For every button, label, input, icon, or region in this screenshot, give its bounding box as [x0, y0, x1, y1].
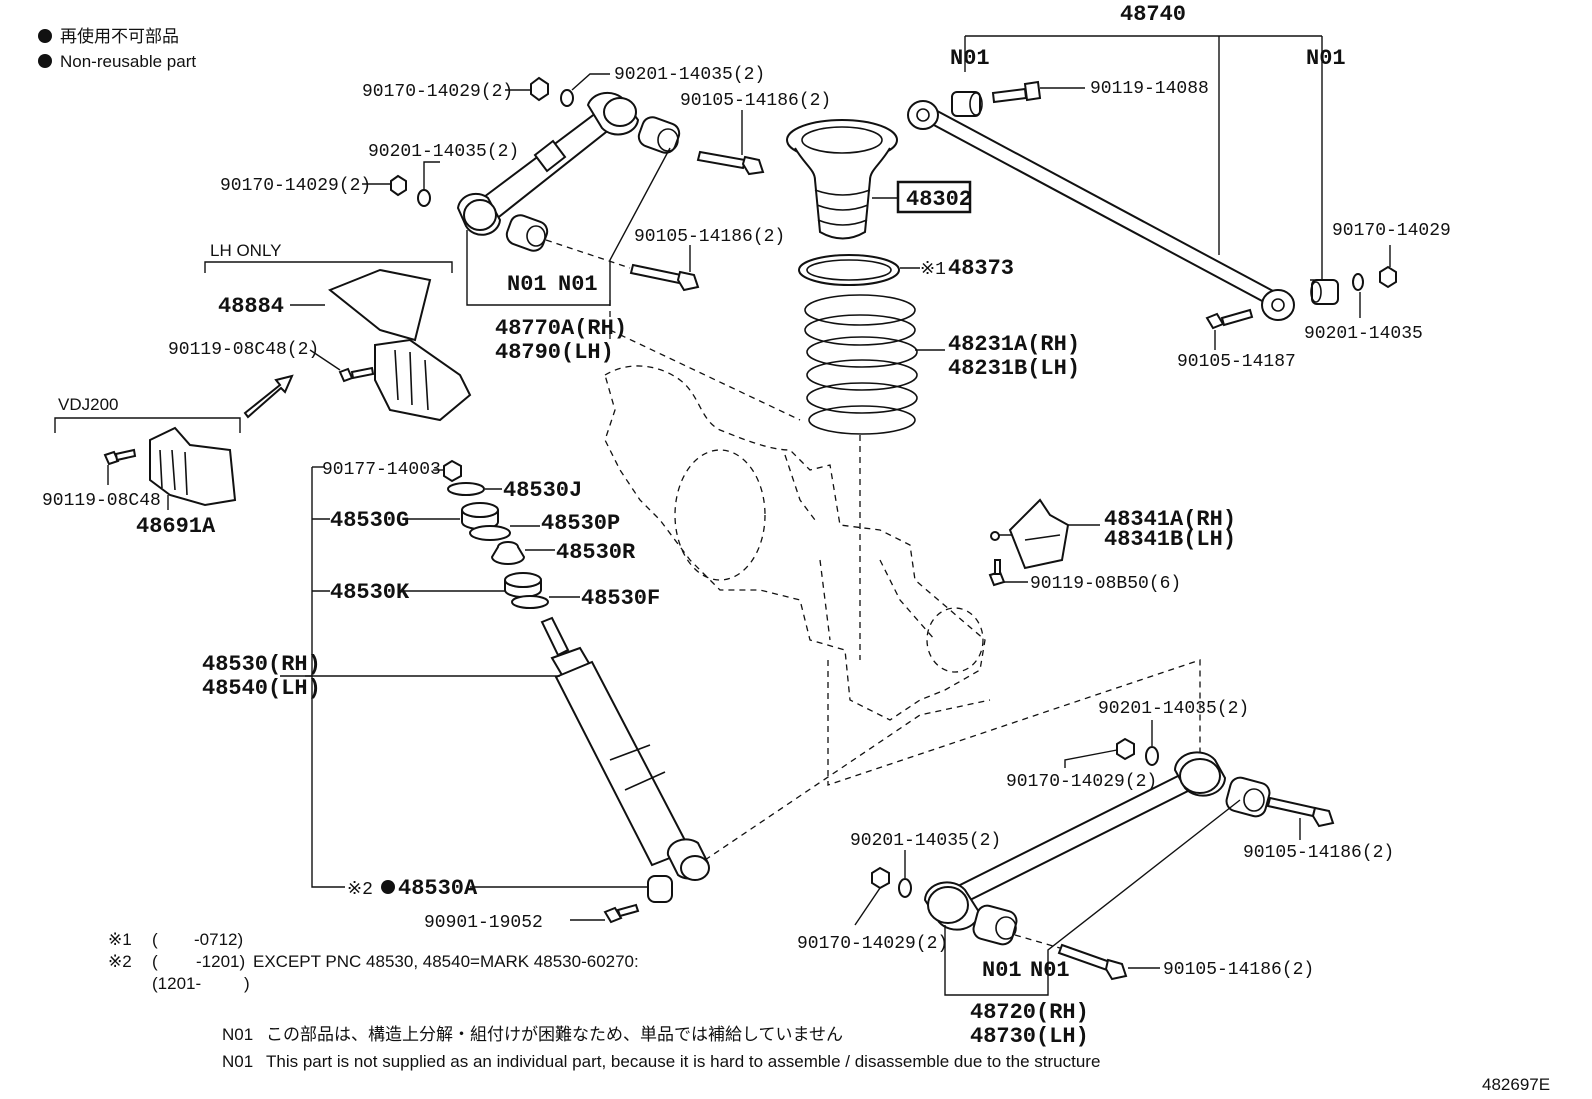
lower-control-arm-48720: N01 N01 48720(RH) 48730(LH) 90201-14035(… [797, 659, 1394, 1049]
footnote-2-open: ( [152, 952, 158, 971]
part-number-90901-19052: 90901-19052 [424, 913, 543, 933]
part-number-48720-rh: 48720(RH) [970, 1000, 1089, 1025]
vdj200-cover-group: VDJ200 90119-08C48 48691A [42, 395, 241, 539]
lh-only-bracket-group: LH ONLY 48884 90119-08C48(2) [168, 241, 472, 422]
footnotes: ※1 ( -0712) ※2 ( -1201) EXCEPT PNC 48530… [108, 930, 639, 993]
part-number-48790-lh: 48790(LH) [495, 340, 614, 365]
footnote-2-mark: ※2 [108, 952, 132, 971]
part-number-48302: 48302 [906, 187, 972, 212]
footnote-1-text: -0712) [194, 930, 243, 949]
n01-label: N01 [1030, 958, 1070, 983]
part-number-90170-14029: 90170-14029 [1332, 221, 1451, 241]
part-number-48530j: 48530J [503, 478, 582, 503]
part-number-48740: 48740 [1120, 2, 1186, 27]
n01-note-code-en: N01 [222, 1052, 253, 1071]
note-mark-2: ※2 [347, 880, 373, 900]
part-number-90201-14035-2: 90201-14035(2) [1098, 699, 1249, 719]
part-number-90201-14035-2: 90201-14035(2) [614, 65, 765, 85]
footnote-2-except: EXCEPT PNC 48530, 48540=MARK 48530-60270… [253, 952, 639, 971]
part-number-90119-08b50-6: 90119-08B50(6) [1030, 574, 1181, 594]
non-reusable-dot-icon [38, 54, 52, 68]
shock-absorber-group: 90177-14003 48530J 48530G 48530P 48530R … [202, 459, 991, 933]
part-number-48530k: 48530K [330, 580, 410, 605]
figure-id: 482697E [1482, 1075, 1550, 1094]
part-number-48530p: 48530P [541, 511, 620, 536]
part-number-90119-08c48-2: 90119-08C48(2) [168, 340, 319, 360]
n01-note-jp: この部品は、構造上分解・組付けが困難なため、単品では補給していません [266, 1025, 843, 1044]
part-number-48730-lh: 48730(LH) [970, 1024, 1089, 1049]
n01-note-code-jp: N01 [222, 1025, 253, 1044]
legend-en: Non-reusable part [60, 52, 196, 71]
legend: 再使用不可部品 Non-reusable part [38, 26, 196, 71]
n01-label: N01 [507, 272, 547, 297]
coil-spring-assembly: 48302 ※1 48373 48231A(RH) 48231B(LH) [786, 119, 1080, 660]
part-number-48530g: 48530G [330, 508, 409, 533]
part-number-90119-08c48: 90119-08C48 [42, 491, 161, 511]
part-number-48770a-rh: 48770A(RH) [495, 316, 627, 341]
part-number-90105-14186-2: 90105-14186(2) [1163, 960, 1314, 980]
part-number-48530r: 48530R [556, 540, 636, 565]
part-number-90177-14003: 90177-14003 [322, 460, 441, 480]
legend-jp: 再使用不可部品 [60, 26, 179, 46]
part-number-48691a: 48691A [136, 514, 216, 539]
bracket-48341a-group: 48341A(RH) 48341B(LH) 90119-08B50(6) [988, 498, 1236, 594]
note-mark-1: ※1 [920, 260, 946, 280]
part-number-90201-14035-2: 90201-14035(2) [850, 831, 1001, 851]
part-number-90201-14035-2: 90201-14035(2) [368, 142, 519, 162]
part-number-90119-14088: 90119-14088 [1090, 79, 1209, 99]
n01-label: N01 [950, 46, 990, 71]
non-reusable-dot-icon [381, 880, 395, 894]
part-number-90170-14029-2: 90170-14029(2) [220, 176, 371, 196]
part-number-48884: 48884 [218, 294, 284, 319]
part-number-48231b-lh: 48231B(LH) [948, 356, 1080, 381]
part-number-48530-rh: 48530(RH) [202, 652, 321, 677]
non-reusable-dot-icon [38, 29, 52, 43]
footnote-2-text: -1201) [196, 952, 245, 971]
footnote-1-open: ( [152, 930, 158, 949]
vdj200-label: VDJ200 [58, 395, 118, 414]
lateral-control-rod-48740: 48740 N01 N01 90119-14088 90170-14029 90… [907, 2, 1451, 372]
part-number-48530f: 48530F [581, 586, 660, 611]
n01-label: N01 [558, 272, 598, 297]
part-number-90201-14035: 90201-14035 [1304, 324, 1423, 344]
part-number-90105-14186-2: 90105-14186(2) [1243, 843, 1394, 863]
n01-note-en: This part is not supplied as an individu… [266, 1052, 1100, 1071]
n01-notes: N01 この部品は、構造上分解・組付けが困難なため、単品では補給していません N… [222, 1025, 1100, 1071]
part-number-48231a-rh: 48231A(RH) [948, 332, 1080, 357]
footnote-3-close: ) [244, 974, 250, 993]
footnote-1-mark: ※1 [108, 930, 132, 949]
part-number-box [896, 180, 972, 214]
upper-control-arm-48770a: N01 N01 48770A(RH) 48790(LH) 90170-14029… [220, 65, 831, 365]
part-number-90105-14187: 90105-14187 [1177, 352, 1296, 372]
rear-axle-housing [604, 300, 986, 721]
n01-label: N01 [982, 958, 1022, 983]
part-number-48540-lh: 48540(LH) [202, 676, 321, 701]
n01-label: N01 [1306, 46, 1346, 71]
part-number-48341b-lh: 48341B(LH) [1104, 527, 1236, 552]
part-number-48341a-rh: 48341A(RH) [1104, 507, 1236, 532]
footnote-3-text: (1201- [152, 974, 201, 993]
part-number-90170-14029-2: 90170-14029(2) [797, 934, 948, 954]
part-number-90105-14186-2: 90105-14186(2) [634, 227, 785, 247]
part-number-48373: 48373 [948, 256, 1014, 281]
part-number-90170-14029-2: 90170-14029(2) [362, 82, 513, 102]
part-number-90170-14029-2: 90170-14029(2) [1006, 772, 1157, 792]
part-number-48530a: 48530A [398, 876, 478, 901]
lh-only-label: LH ONLY [210, 241, 282, 260]
part-number-90105-14186-2: 90105-14186(2) [680, 91, 831, 111]
